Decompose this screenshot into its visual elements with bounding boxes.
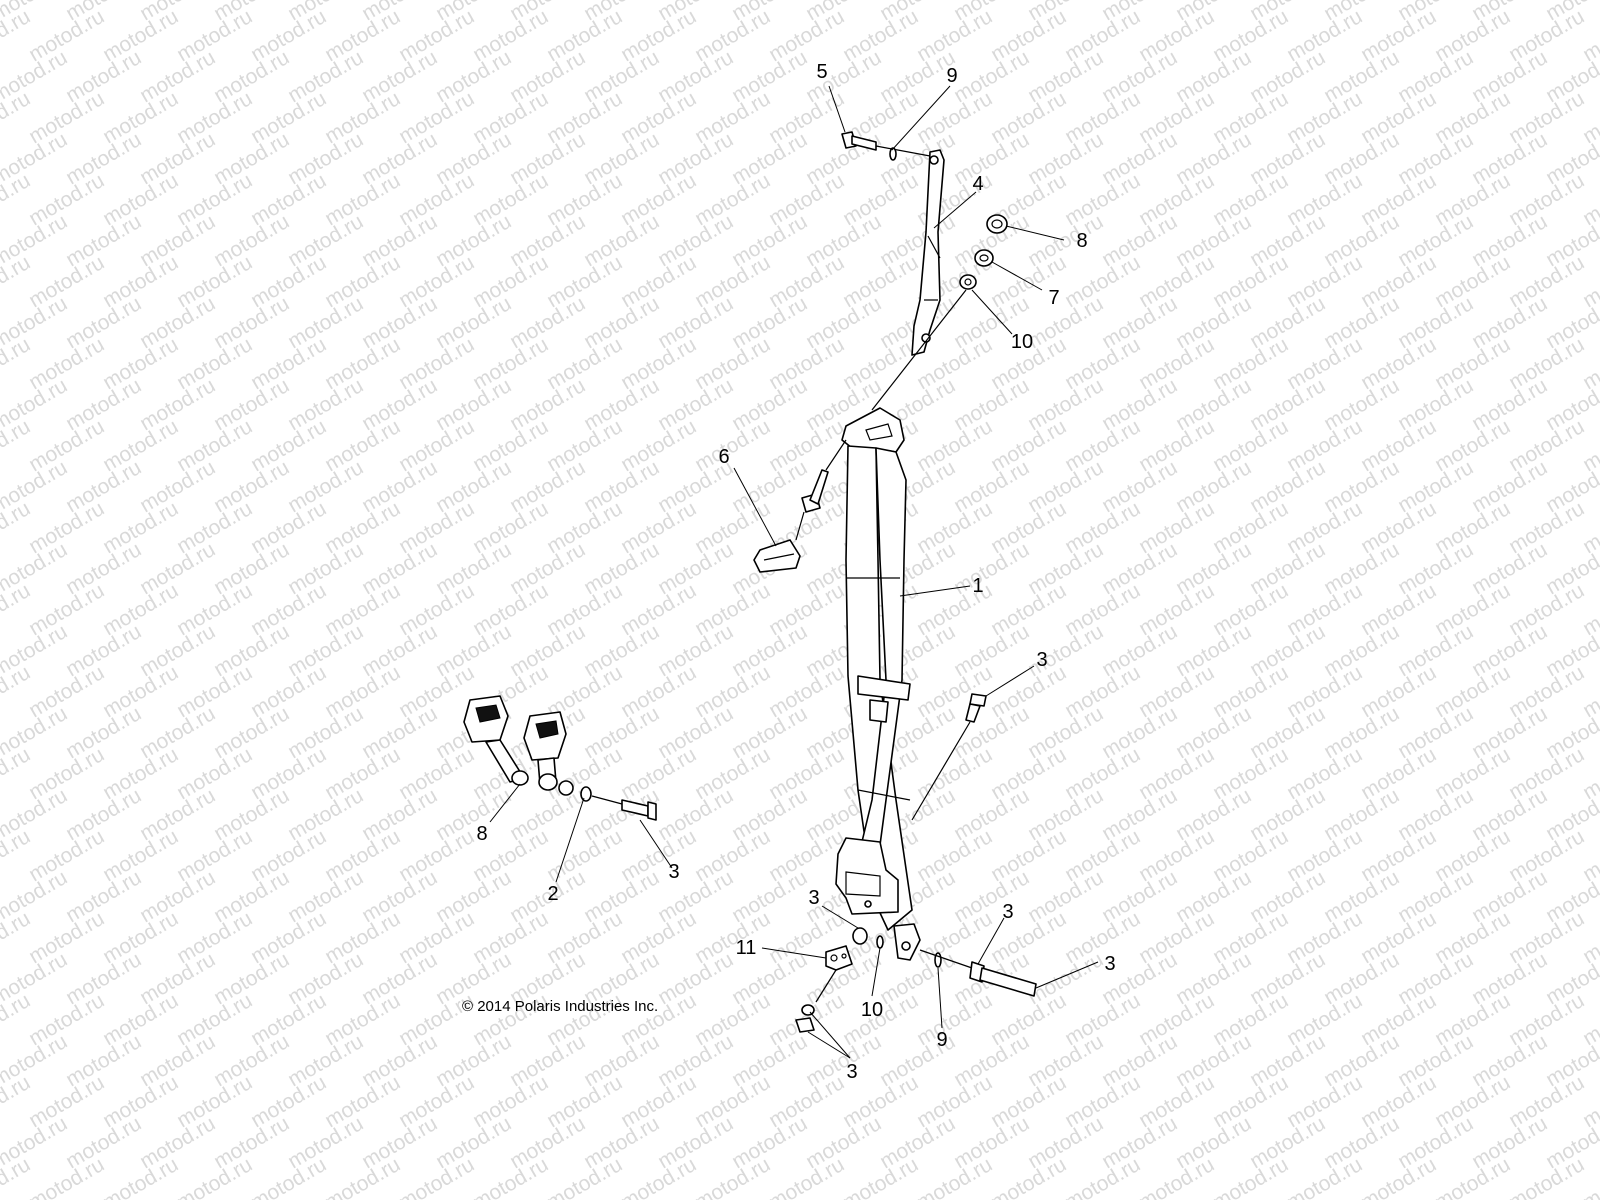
watermark-text: motod.ru: [0, 1071, 34, 1132]
leader-lines: [489, 85, 1099, 1059]
callout-9: 9: [946, 65, 957, 87]
callout-2: 2: [547, 883, 558, 905]
watermark-text: motod.ru: [0, 169, 34, 230]
callout-3: 3: [846, 1061, 857, 1083]
top-washer: [889, 147, 897, 161]
watermark-text: motod.ru: [0, 251, 34, 312]
watermark-text: motod.ru: [0, 907, 34, 968]
copyright-notice: © 2014 Polaris Industries Inc.: [462, 998, 658, 1015]
callout-1: 1: [972, 575, 983, 597]
upper-anchor-bracket: [911, 149, 945, 356]
anchor-nut: [795, 969, 837, 1033]
left-buckle-a: [463, 695, 525, 783]
top-bolt: [841, 131, 931, 157]
watermark-text: motod.ru: [0, 825, 34, 886]
top-washer-10: [959, 274, 977, 290]
guide-bolt: [795, 439, 847, 541]
buckle-hardware: [511, 770, 623, 805]
anchor-spacer: [852, 927, 868, 945]
callout-3: 3: [668, 861, 679, 883]
callout-10: 10: [1011, 331, 1033, 353]
watermark-text: motod.ru: [0, 87, 34, 148]
anchor-bolt: [969, 961, 1037, 997]
watermark-text: motod.ru: [0, 743, 34, 804]
callout-8: 8: [476, 823, 487, 845]
top-nut-8: [986, 214, 1008, 234]
watermark-text: motod.ru: [0, 497, 34, 558]
left-buckle-b: [523, 711, 567, 785]
callout-9: 9: [936, 1029, 947, 1051]
callout-11: 11: [736, 937, 757, 959]
callout-3: 3: [1036, 649, 1047, 671]
watermark-text: motod.ru: [0, 415, 34, 476]
watermark-text: motod.ru: [0, 989, 34, 1050]
top-nut-7: [974, 249, 994, 267]
callout-3: 3: [1104, 953, 1115, 975]
anchor-plate: [825, 945, 853, 971]
anchor-washer-9: [919, 949, 973, 969]
callout-3: 3: [1002, 901, 1013, 923]
callout-10: 10: [861, 999, 883, 1021]
watermark-text: motod.ru: [0, 333, 34, 394]
callout-5: 5: [816, 61, 827, 83]
belt-guide: [753, 539, 801, 573]
anchor-washer-10: [876, 935, 884, 949]
mid-bolt: [911, 693, 987, 821]
watermark-text: motod.ru: [0, 5, 34, 66]
callout-8: 8: [1076, 230, 1087, 252]
seat-belt-webbing: [835, 407, 921, 961]
watermark-text: motod.ru: [1579, 1153, 1600, 1200]
callout-6: 6: [718, 446, 729, 468]
callout-labels: 5 9 4 8 7 10 6 1 3 8 2 3 3 11 10 9 3 3 3: [476, 61, 1115, 1083]
watermark-text: motod.ru: [0, 661, 34, 722]
buckle-bolt: [621, 799, 657, 821]
callout-7: 7: [1048, 287, 1059, 309]
callout-4: 4: [972, 173, 983, 195]
callout-3: 3: [808, 887, 819, 909]
watermark-text: motod.ru: [0, 579, 34, 640]
